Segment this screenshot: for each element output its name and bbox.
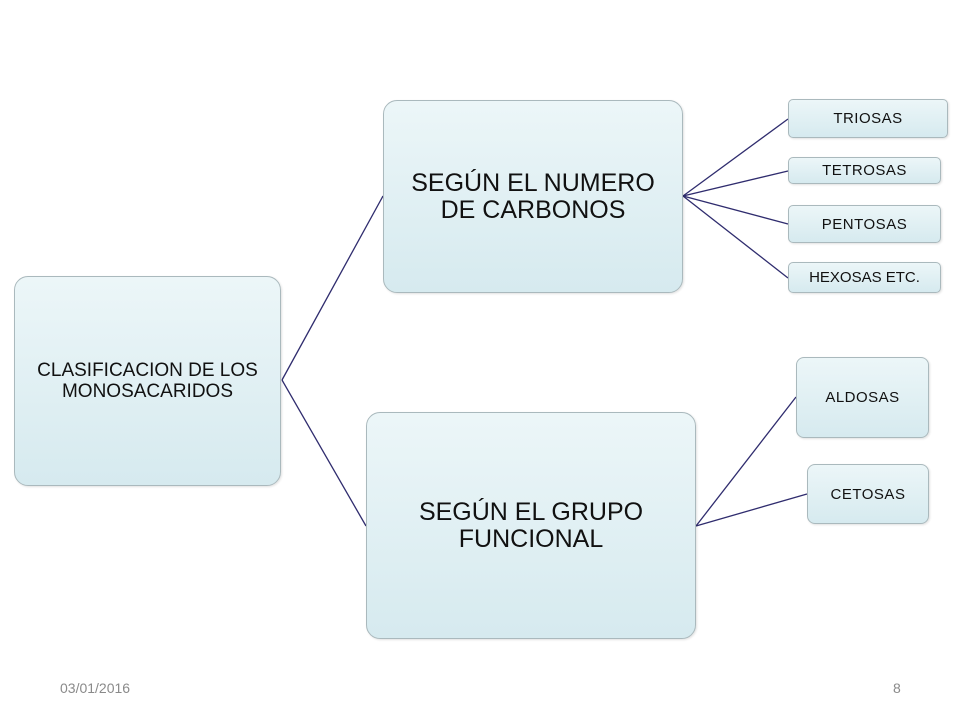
leaf-node-label: ALDOSAS xyxy=(825,389,900,406)
branch-node-label: SEGÚN EL NUMERO DE CARBONOS xyxy=(411,168,655,224)
leaf-node-hexosas: HEXOSAS ETC. xyxy=(788,262,941,293)
leaf-node-triosas: TRIOSAS xyxy=(788,99,948,138)
root-node-label: CLASIFICACION DE LOS MONOSACARIDOS xyxy=(37,360,258,402)
leaf-node-aldosas: ALDOSAS xyxy=(796,357,929,438)
leaf-node-cetosas: CETOSAS xyxy=(807,464,929,524)
connector-carbonos-to-hexosas xyxy=(682,195,789,279)
leaf-node-label: TETROSAS xyxy=(822,162,907,179)
branch-node-label: SEGÚN EL GRUPO FUNCIONAL xyxy=(418,497,644,553)
connector-carbonos-to-tetrosas xyxy=(682,170,789,197)
connector-grupo-to-cetosas xyxy=(695,493,808,527)
leaf-node-label: HEXOSAS ETC. xyxy=(809,269,920,286)
footer-date: 03/01/2016 xyxy=(60,680,131,696)
branch-node-numero-carbonos: SEGÚN EL NUMERO DE CARBONOS xyxy=(383,100,683,293)
footer-page-number: 8 xyxy=(893,680,901,696)
leaf-node-label: PENTOSAS xyxy=(821,215,908,233)
leaf-node-tetrosas: TETROSAS xyxy=(788,157,941,184)
connector-root-to-carbonos xyxy=(281,195,384,381)
connector-grupo-to-aldosas xyxy=(695,396,797,527)
leaf-node-label: CETOSAS xyxy=(830,485,906,503)
branch-node-grupo-funcional: SEGÚN EL GRUPO FUNCIONAL xyxy=(366,412,696,639)
connector-carbonos-to-pentosas xyxy=(682,195,789,225)
connector-root-to-grupo xyxy=(281,379,367,527)
leaf-node-label: TRIOSAS xyxy=(833,110,903,127)
root-node-clasificacion: CLASIFICACION DE LOS MONOSACARIDOS xyxy=(14,276,281,486)
connector-carbonos-to-triosas xyxy=(682,118,789,197)
leaf-node-pentosas: PENTOSAS xyxy=(788,205,941,243)
